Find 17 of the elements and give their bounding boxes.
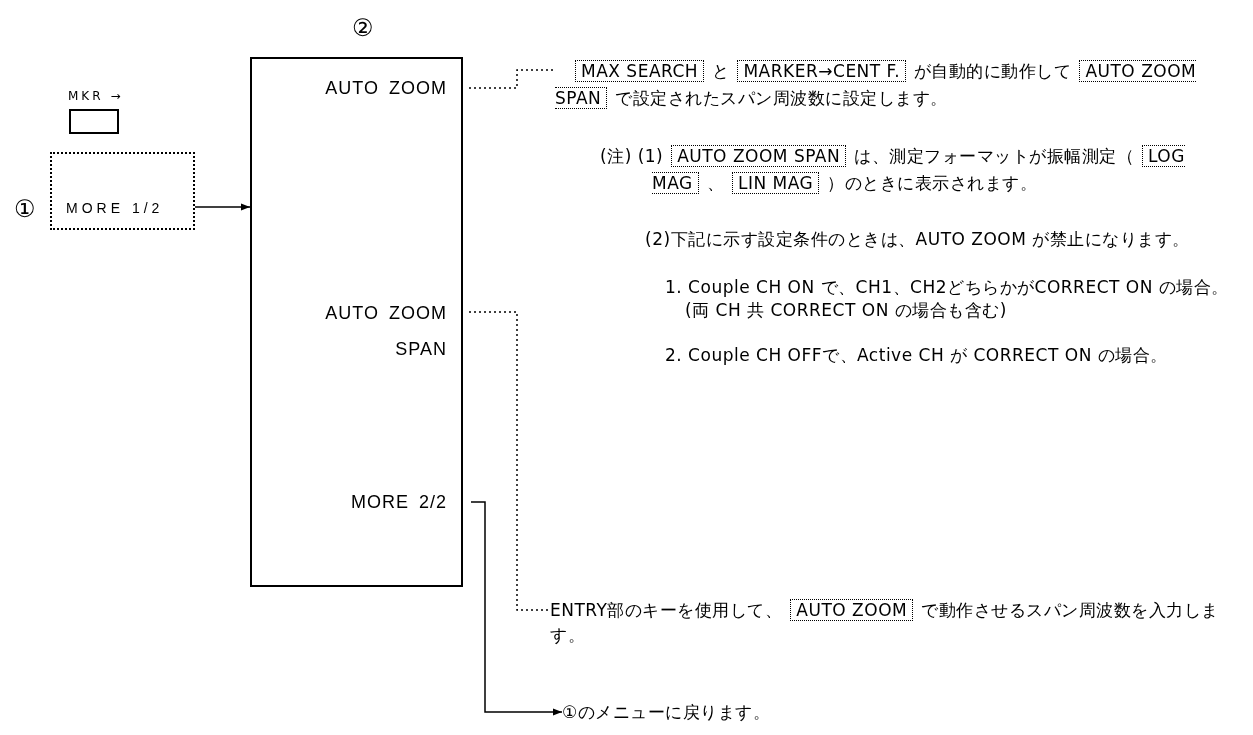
softkey-label: AUTO ZOOM SPAN: [317, 295, 447, 367]
softkey-box: MORE 1/2: [50, 152, 195, 230]
arrow: [470, 501, 563, 716]
circled-number: ②: [352, 14, 374, 42]
leader-line: [468, 69, 556, 89]
note-text: (注) (1) AUTO ZOOM SPAN は、測定フォーマットが振幅測定（ LOG MAG 、 LIN MAG ）のときに表示されます。: [600, 144, 1186, 196]
arrow: [194, 203, 251, 211]
note-text: (2)下記に示す設定条件のときは、AUTO ZOOM が禁止になります。: [645, 228, 1191, 251]
description-text: ENTRY部のキーを使用して、 AUTO ZOOM で動作させるスパン周波数を入力します。: [550, 598, 1230, 648]
softkey-label: MORE 2/2: [262, 487, 447, 517]
leader-line: [468, 311, 551, 611]
softkey-label: AUTO ZOOM: [262, 73, 447, 103]
note-text: 1. Couple CH ON で、CH1、CH2どちらかがCORRECT ON の場合。(両 CH 共 CORRECT ON の場合も含む): [665, 276, 1230, 322]
key-label: MKR →: [68, 88, 125, 104]
note-text: 2. Couple CH OFFで、Active CH が CORRECT ON の場合。: [665, 344, 1169, 367]
description-text: ①のメニューに戻ります。: [562, 700, 862, 725]
circled-number: ①: [14, 195, 36, 223]
